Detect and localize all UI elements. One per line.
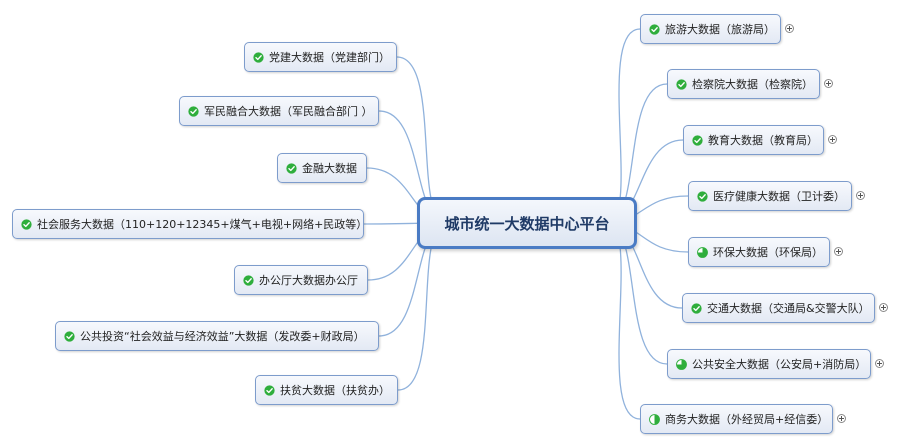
topic-label: 军民融合大数据（军民融合部门 ） — [204, 104, 373, 118]
topic-social-services[interactable]: 社会服务大数据（110+120+12345+煤气+电视+网络+民政等） — [12, 209, 368, 239]
topic-public-security[interactable]: 公共安全大数据（公安局+消防局） — [667, 349, 871, 379]
check-circle-icon — [692, 134, 703, 146]
topic-procuratorate[interactable]: 检察院大数据（检察院） — [667, 69, 820, 99]
progress-pie-icon — [676, 358, 687, 370]
expand-plus-icon[interactable] — [828, 135, 837, 144]
central-topic[interactable]: 城市统一大数据中心平台 — [417, 197, 637, 249]
topic-traffic[interactable]: 交通大数据（交通局&交警大队） — [682, 293, 875, 323]
topic-environment[interactable]: 环保大数据（环保局） — [688, 237, 830, 267]
expand-plus-icon[interactable] — [837, 414, 846, 423]
progress-pie-icon — [697, 246, 708, 258]
expand-plus-icon[interactable] — [856, 191, 865, 200]
topic-healthcare[interactable]: 医疗健康大数据（卫计委） — [688, 181, 852, 211]
topic-poverty-alleviation[interactable]: 扶贫大数据（扶贫办） — [255, 375, 398, 405]
topic-tourism[interactable]: 旅游大数据（旅游局） — [640, 14, 781, 44]
check-circle-icon — [243, 274, 254, 286]
check-circle-icon — [253, 51, 264, 63]
connector-line — [606, 28, 641, 224]
topic-military-civil[interactable]: 军民融合大数据（军民融合部门 ） — [179, 96, 379, 126]
topic-party-building[interactable]: 党建大数据（党建部门） — [244, 42, 397, 72]
topic-finance[interactable]: 金融大数据 — [277, 153, 367, 183]
topic-label: 金融大数据 — [302, 161, 357, 175]
progress-pie-icon — [649, 413, 660, 425]
topic-label: 交通大数据（交通局&交警大队） — [707, 301, 870, 315]
topic-label: 医疗健康大数据（卫计委） — [713, 189, 845, 203]
central-topic-title: 城市统一大数据中心平台 — [444, 214, 610, 233]
topic-label: 公共安全大数据（公安局+消防局） — [692, 357, 867, 371]
check-circle-icon — [697, 190, 708, 202]
expand-plus-icon[interactable] — [785, 24, 794, 33]
check-circle-icon — [649, 23, 660, 35]
topic-label: 商务大数据（外经贸局+经信委） — [665, 412, 829, 426]
topic-label: 公共投资“社会效益与经济效益”大数据（发改委+财政局） — [80, 329, 365, 343]
topic-commerce[interactable]: 商务大数据（外经贸局+经信委） — [640, 404, 833, 434]
check-circle-icon — [286, 162, 297, 174]
topic-label: 旅游大数据（旅游局） — [665, 22, 775, 36]
check-circle-icon — [188, 105, 199, 117]
topic-label: 环保大数据（环保局） — [713, 245, 823, 259]
check-circle-icon — [64, 330, 75, 342]
topic-label: 检察院大数据（检察院） — [692, 77, 813, 91]
check-circle-icon — [21, 218, 32, 230]
topic-label: 教育大数据（教育局） — [708, 133, 818, 147]
topic-label: 扶贫大数据（扶贫办） — [280, 383, 390, 397]
topic-general-office[interactable]: 办公厅大数据办公厅 — [234, 265, 368, 295]
check-circle-icon — [676, 78, 687, 90]
topic-label: 办公厅大数据办公厅 — [259, 273, 358, 287]
expand-plus-icon[interactable] — [834, 247, 843, 256]
topic-public-investment[interactable]: 公共投资“社会效益与经济效益”大数据（发改委+财政局） — [55, 321, 379, 351]
check-circle-icon — [264, 384, 275, 396]
topic-label: 党建大数据（党建部门） — [269, 50, 390, 64]
topic-education[interactable]: 教育大数据（教育局） — [683, 125, 824, 155]
expand-plus-icon[interactable] — [875, 359, 884, 368]
check-circle-icon — [691, 302, 702, 314]
expand-plus-icon[interactable] — [879, 303, 888, 312]
topic-label: 社会服务大数据（110+120+12345+煤气+电视+网络+民政等） — [37, 217, 368, 231]
expand-plus-icon[interactable] — [824, 79, 833, 88]
